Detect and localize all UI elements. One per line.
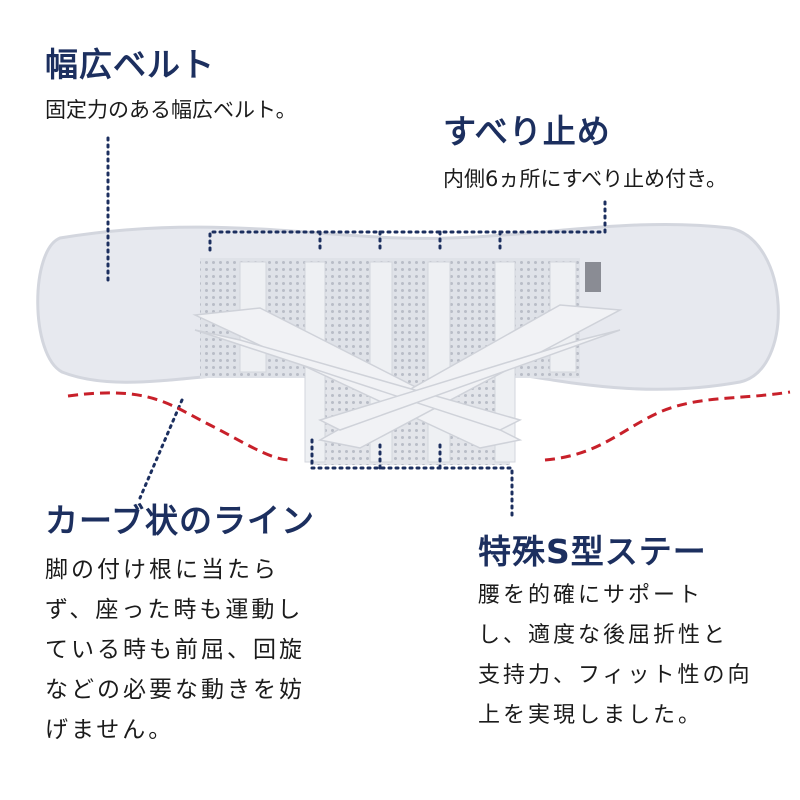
s-stay-desc: 腰を的確にサポート し、適度な後屈折性と 支持力、フィット性の向 上を実現しまし…: [478, 576, 753, 736]
curve-line-right: [544, 390, 791, 462]
anti-slip-desc: 内側6ヵ所にすべり止め付き。: [443, 167, 728, 191]
curve-line-title: カーブ状のライン: [45, 501, 316, 540]
s-stay-callout-line: [310, 438, 514, 522]
desc-line: 上を実現しました。: [478, 703, 704, 728]
curve-line-left: [67, 391, 291, 462]
s-stay-title: 特殊S型ステー: [478, 532, 707, 571]
desc-line: げません。: [45, 717, 175, 743]
desc-line: 脚の付け根に当たら: [45, 557, 279, 583]
desc-line: ず、座った時も運動し: [45, 597, 304, 623]
anti-slip-callout-line: [208, 198, 607, 252]
wide-belt-desc: 固定力のある幅広ベルト。: [45, 98, 297, 122]
curve-callout-line: [138, 398, 184, 500]
anti-slip-title: すべり止め: [443, 112, 611, 151]
desc-line: 支持力、フィット性の向: [478, 663, 753, 688]
desc-line: 腰を的確にサポート: [478, 583, 704, 608]
brand-tag: [585, 262, 601, 292]
desc-line: などの必要な動きを妨: [45, 677, 305, 703]
desc-line: ている時も前屈、回旋: [45, 637, 305, 663]
desc-line: し、適度な後屈折性と: [478, 623, 729, 648]
curve-line-desc: 脚の付け根に当たら ず、座った時も運動し ている時も前屈、回旋 などの必要な動き…: [45, 550, 305, 750]
cross-strap: [317, 329, 621, 431]
wide-belt-title: 幅広ベルト: [45, 45, 215, 84]
